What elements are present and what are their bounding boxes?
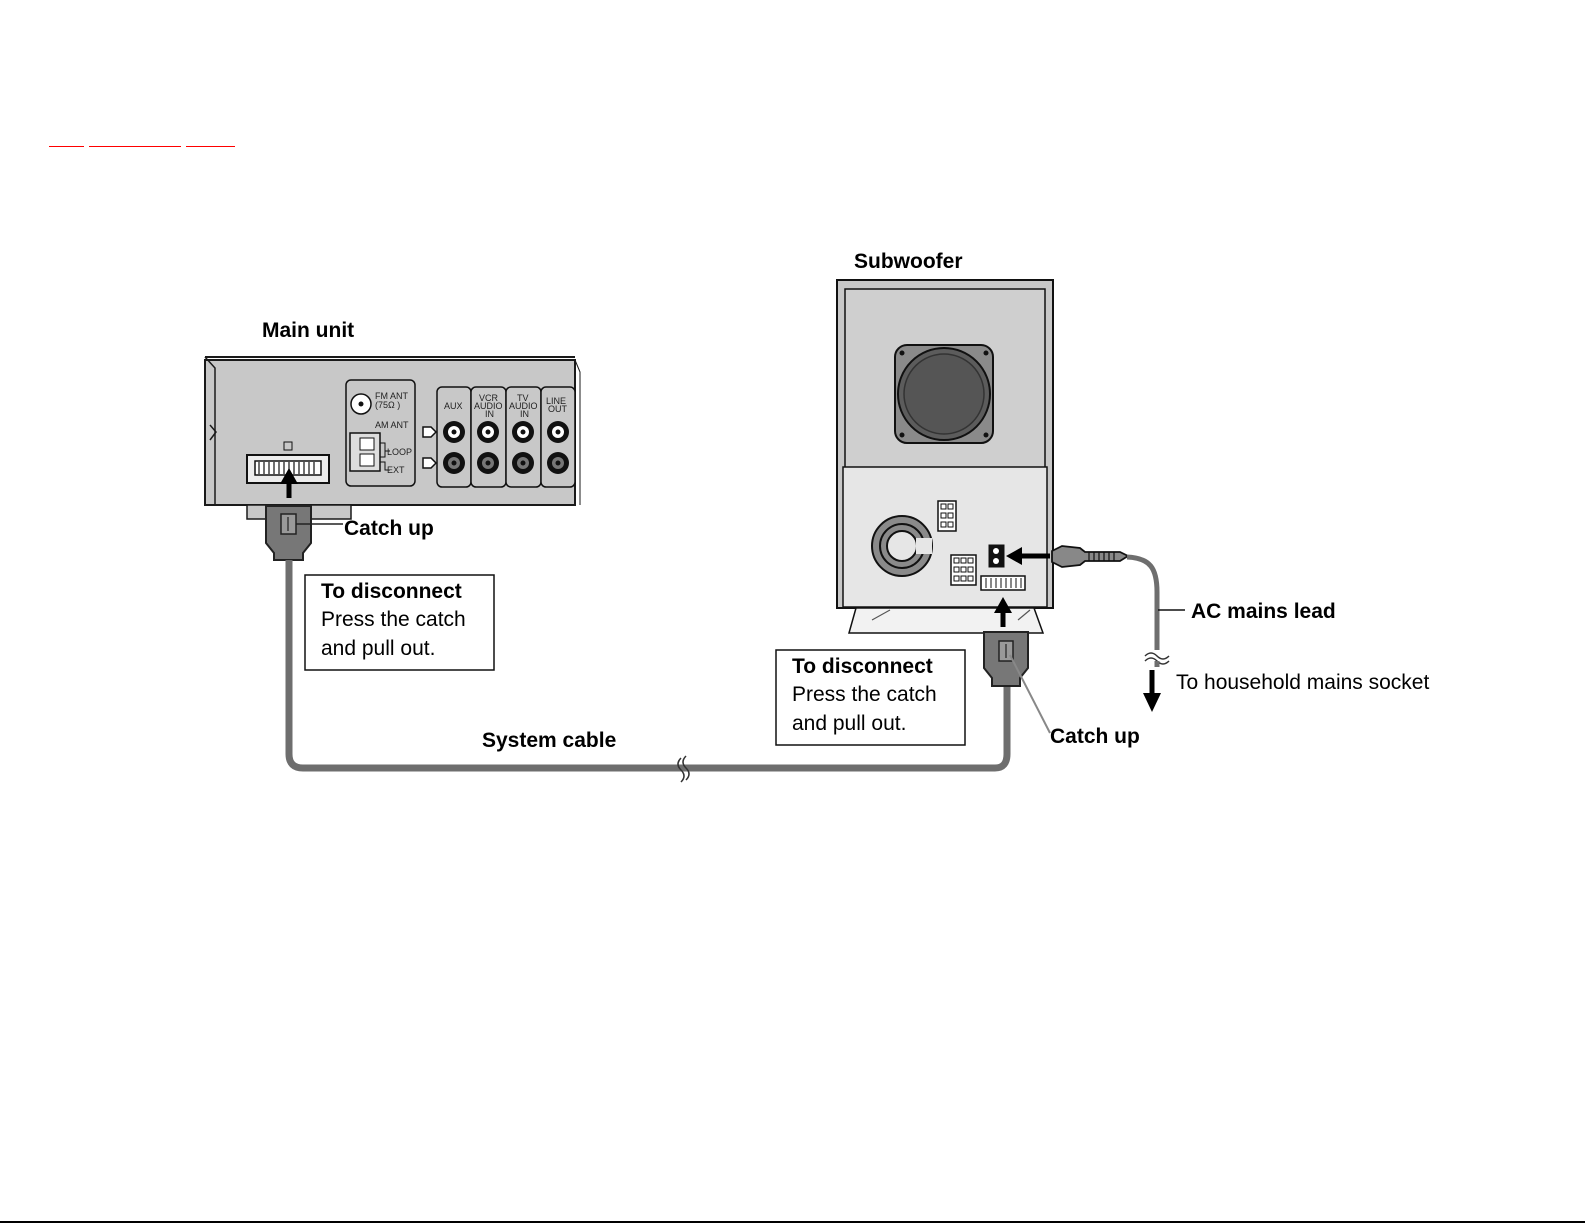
main-unit-label: Main unit	[262, 319, 354, 342]
loop-label: LOOP	[387, 447, 412, 457]
am-ant-label: AM ANT	[375, 420, 409, 430]
disconnect-callout-sub: To disconnect Press the catch and pull o…	[776, 650, 965, 745]
system-cable-label: System cable	[482, 729, 616, 752]
subwoofer-system-socket	[981, 576, 1025, 590]
antenna-panel: FM ANT (75Ω ) AM ANT LOOP EXT	[346, 380, 415, 486]
aux-label: AUX	[444, 401, 463, 411]
household-socket-label: To household mains socket	[1176, 671, 1429, 694]
subwoofer-label: Subwoofer	[854, 250, 963, 273]
tv-label-3: IN	[520, 409, 529, 419]
disconnect-callout-main: To disconnect Press the catch and pull o…	[305, 575, 494, 670]
ac-mains-lead	[1127, 557, 1157, 650]
catch-up-label-sub: Catch up	[1050, 725, 1140, 748]
main-unit-device: FM ANT (75Ω ) AM ANT LOOP EXT AUX VCR AU…	[205, 357, 580, 519]
audio-jack-panel: AUX VCR AUDIO IN TV AUDIO IN LINE OUT	[437, 387, 575, 487]
page-bottom-rule	[0, 1221, 1585, 1223]
ext-label: EXT	[387, 465, 405, 475]
line-label-2: OUT	[548, 404, 568, 414]
callout-line-1: Press the catch	[792, 683, 937, 706]
ac-mains-lead-label: AC mains lead	[1191, 600, 1336, 623]
callout-line-2: and pull out.	[321, 637, 435, 660]
callout-line-1: Press the catch	[321, 608, 466, 631]
catch-up-label-main: Catch up	[344, 517, 434, 540]
callout-heading: To disconnect	[321, 580, 462, 603]
subwoofer-plug	[984, 632, 1050, 733]
fm-ohm-label: (75Ω )	[375, 400, 400, 410]
ac-mains-plug	[1052, 546, 1128, 567]
heatsink-vent	[872, 516, 932, 576]
ac-inlet	[989, 545, 1004, 567]
subwoofer-stand	[849, 608, 1043, 633]
arrow-down-icon	[1143, 670, 1161, 712]
callout-line-2: and pull out.	[792, 712, 906, 735]
subwoofer-device	[837, 280, 1053, 633]
callout-heading: To disconnect	[792, 655, 933, 678]
woofer-cone	[895, 345, 993, 443]
vcr-label-3: IN	[485, 409, 494, 419]
